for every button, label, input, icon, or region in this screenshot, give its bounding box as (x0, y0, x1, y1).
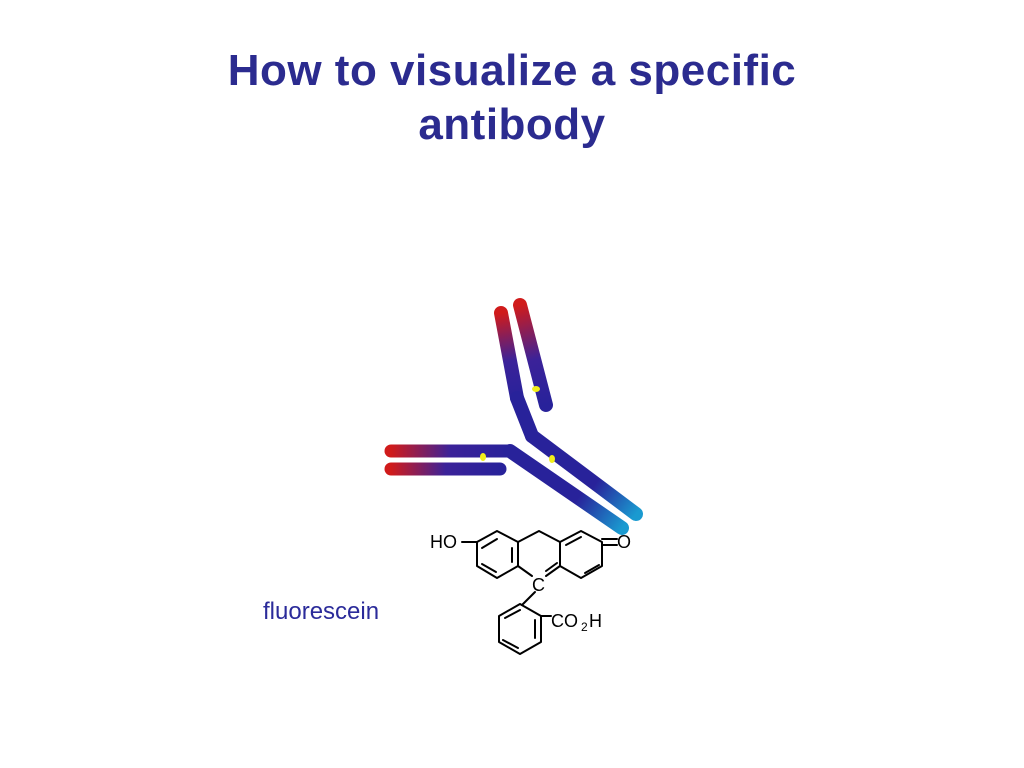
title-line-2: antibody (418, 100, 606, 149)
lower-ring-double-bond (502, 639, 519, 649)
atom-label-co: CO (551, 611, 578, 631)
disulfide-bond (480, 453, 486, 461)
left-ring-double-bond (481, 538, 498, 549)
phenyl-link-bond (521, 591, 536, 606)
fluorescein-label: fluorescein (263, 598, 380, 625)
right-ring (559, 530, 603, 579)
antibody (384, 298, 643, 535)
disulfide-bond (549, 455, 555, 463)
right-ring-double-bond (565, 536, 582, 546)
right-ring-double-bond (584, 564, 600, 574)
fluorescein-atom-labels: HO O C CO 2 H (430, 532, 631, 634)
atom-label-subscript-2: 2 (581, 620, 588, 634)
title-line-1: How to visualize a specific (227, 46, 797, 95)
atom-label-o: O (617, 532, 631, 552)
lower-ring-double-bond (504, 609, 521, 619)
fluorescein-structure (461, 530, 618, 655)
atom-label-c: C (532, 575, 545, 595)
disulfide-bond (532, 386, 540, 392)
fc-heavy-chain-1 (525, 429, 643, 521)
atom-label-ho: HO (430, 532, 457, 552)
upper-arm-heavy-chain (513, 298, 553, 412)
fc-heavy-chain-2 (503, 444, 629, 535)
upper-arm-light-chain (494, 306, 524, 405)
left-ring-double-bond (481, 563, 497, 573)
central-ring-bond (517, 565, 533, 577)
atom-label-h: H (589, 611, 602, 631)
central-ring-double-bond (545, 562, 558, 572)
slide-title: How to visualize a specific antibody (0, 44, 1024, 152)
central-ring (517, 530, 561, 543)
central-ring-bond (545, 565, 561, 577)
